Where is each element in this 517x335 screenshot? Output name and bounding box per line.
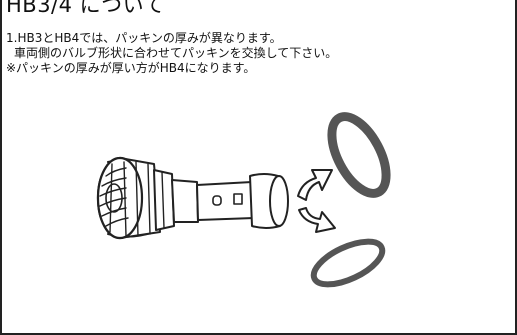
instruction-notes: 1.HB3とHB4では、パッキンの厚みが異なります。 車両側のバルブ形状に合わせ…	[6, 31, 337, 76]
note-line-2: 車両側のバルブ形状に合わせてパッキンを交換して下さい。	[14, 46, 338, 60]
note-line-1: 1.HB3とHB4では、パッキンの厚みが異なります。	[6, 31, 282, 45]
gasket-ring-icon	[310, 238, 386, 288]
arrow-icon	[297, 169, 336, 233]
page-title: HB3/4 について	[6, 0, 166, 17]
note-line-3: ※パッキンの厚みが厚い方がHB4になります。	[6, 61, 256, 75]
gasket-ring-icon	[327, 112, 391, 198]
led-bulb-icon	[96, 156, 289, 240]
